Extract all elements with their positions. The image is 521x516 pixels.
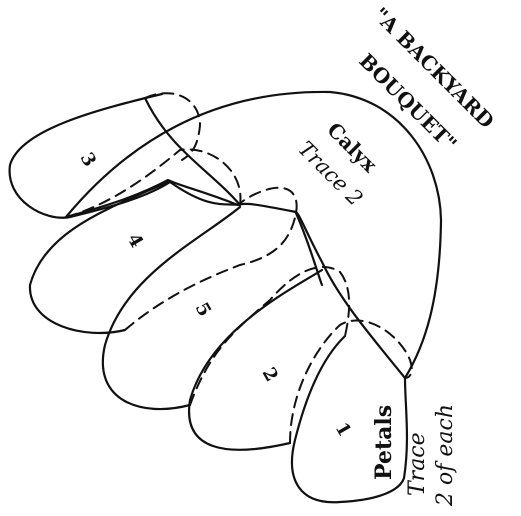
petal-2-outline — [189, 270, 322, 450]
petal-5-dashed-edge — [190, 267, 349, 405]
petals-trace-instruction-line1: Trace — [405, 432, 430, 496]
petal-number-5: 5 — [191, 299, 215, 320]
petals-label: Petals — [371, 405, 397, 480]
petal-number-2: 2 — [258, 364, 282, 385]
petals-trace-instruction-line2: 2 of each — [433, 404, 458, 507]
petal-number-3: 3 — [76, 149, 100, 170]
petal-number-1: 1 — [331, 419, 355, 440]
petal-number-4: 4 — [123, 230, 147, 251]
calyx-outline — [66, 92, 441, 378]
petal-5-outline — [103, 207, 240, 409]
